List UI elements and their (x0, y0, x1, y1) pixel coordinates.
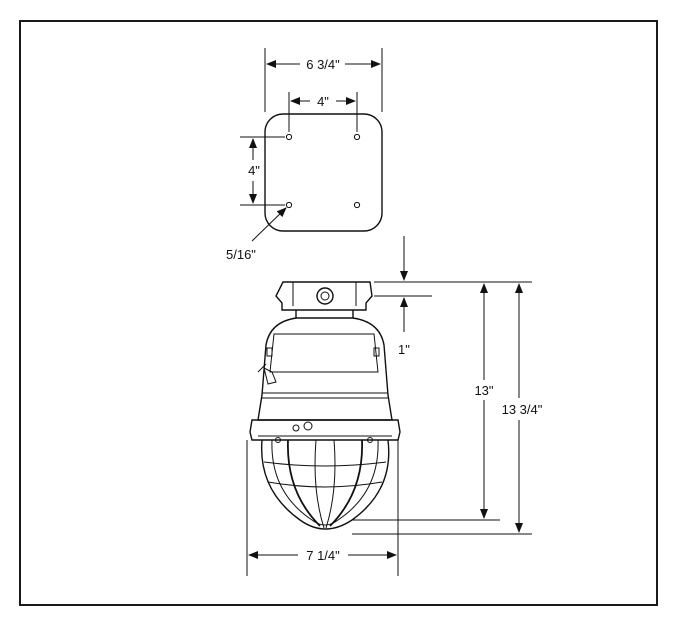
drawing-frame (19, 20, 658, 606)
plate-width-label: 6 3/4" (306, 57, 340, 72)
hole-spacing-vertical-dimension: 4" (240, 136, 285, 206)
hole-spacing-vertical-label: 4" (248, 163, 260, 178)
body-height-dimension: 13" (474, 283, 494, 519)
fixture-side-view (249, 281, 401, 530)
globe-flange (249, 419, 401, 441)
label-panel (269, 333, 379, 373)
wire-guard (271, 439, 379, 526)
hole-spacing-horizontal-label: 4" (317, 94, 329, 109)
box-offset-dimension: 1" (398, 236, 410, 357)
mounting-hole (285, 201, 293, 209)
ballast-housing (257, 317, 393, 421)
hole-diameter-label: 5/16" (226, 247, 256, 262)
globe-width-dimension: 7 1/4" (246, 440, 399, 576)
globe-width-label: 7 1/4" (306, 548, 340, 563)
hole-diameter-callout: 5/16" (226, 207, 287, 262)
overall-height-label: 13 3/4" (502, 402, 543, 417)
mounting-plate (264, 113, 383, 232)
mounting-hole (353, 201, 361, 209)
overall-height-dimension: 13 3/4" (502, 283, 543, 533)
mounting-hole (285, 133, 293, 141)
body-height-label: 13" (474, 383, 493, 398)
box-offset-label: 1" (398, 342, 410, 357)
hinge-latch (263, 367, 277, 385)
plate-width-dimension: 6 3/4" (264, 48, 383, 112)
hole-spacing-horizontal-dimension: 4" (288, 92, 358, 132)
junction-box (275, 281, 373, 311)
conduit-hub (316, 287, 334, 305)
mounting-hole (353, 133, 361, 141)
extension-lines (352, 281, 532, 535)
